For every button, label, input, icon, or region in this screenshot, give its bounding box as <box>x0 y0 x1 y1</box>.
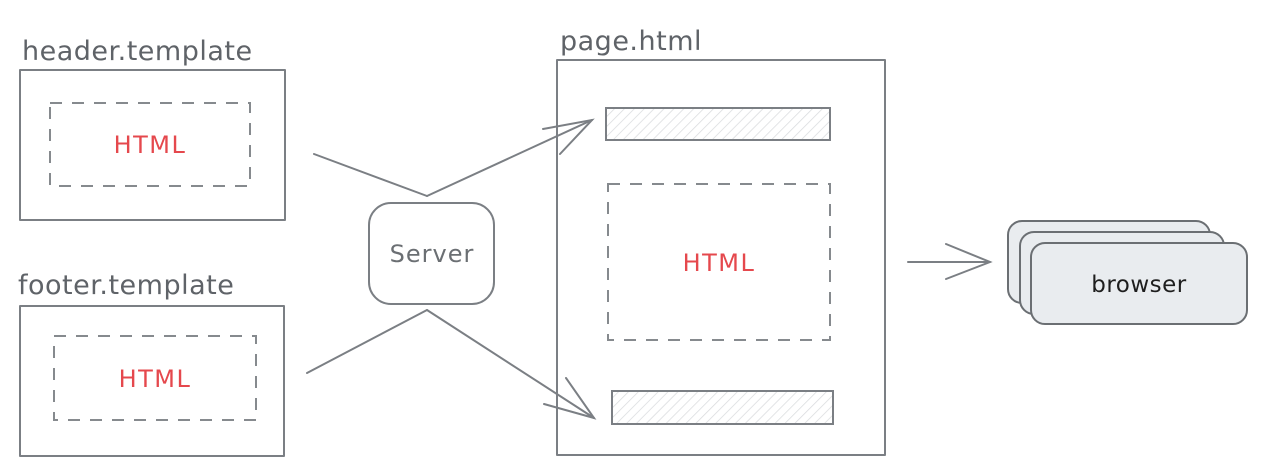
server-label: Server <box>390 240 475 268</box>
page-html-box <box>556 59 886 456</box>
footer-template-box <box>19 305 285 457</box>
server-to-footer-slot-arrowhead <box>543 377 597 420</box>
header-to-server-line <box>313 153 428 197</box>
page-html-title: page.html <box>560 26 702 57</box>
footer-template-html-block <box>53 335 257 421</box>
browser-card-front <box>1030 242 1248 325</box>
page-html-node: page.html HTML <box>556 26 886 456</box>
footer-template-title: footer.template <box>18 270 234 301</box>
browser-label: browser <box>1091 272 1187 298</box>
header-template-html-block <box>49 102 251 187</box>
server-node: Server <box>368 202 495 305</box>
server-to-footer-slot-arrow <box>426 309 595 419</box>
browser-node: browser <box>1007 220 1248 325</box>
footer-template-html-label: HTML <box>119 365 192 393</box>
server-to-header-slot-arrow <box>426 119 593 197</box>
server-to-header-slot-arrowhead <box>542 118 595 155</box>
page-to-browser-arrowhead <box>945 243 993 280</box>
page-footer-slot <box>611 390 834 425</box>
footer-to-server-line <box>306 309 428 374</box>
footer-template-node: footer.template HTML <box>18 270 285 457</box>
header-template-html-label: HTML <box>114 131 187 159</box>
header-template-node: header.template HTML <box>19 36 286 221</box>
page-html-content-block <box>607 183 831 341</box>
header-template-title: header.template <box>22 36 253 67</box>
header-template-box <box>19 69 286 221</box>
connectors <box>306 118 993 420</box>
page-header-slot <box>605 107 831 141</box>
server-box <box>368 202 495 305</box>
page-html-content-label: HTML <box>683 249 756 277</box>
